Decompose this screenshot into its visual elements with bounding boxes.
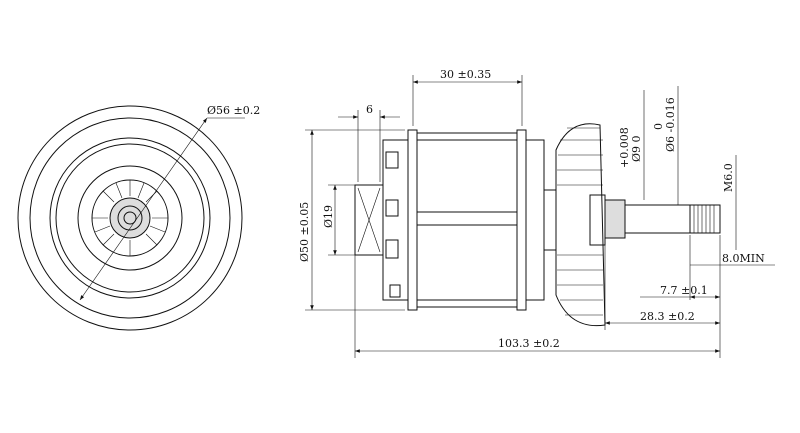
front-diameter-label: Ø56 ±0.2 [207, 104, 260, 117]
thread-length-dim: 8.0MIN [722, 252, 765, 265]
boss-diameter-dim: Ø19 [322, 205, 335, 228]
side-view: 30 ±0.35 6 Ø50 ±0.05 Ø19 +0.008 Ø9 0 0 Ø… [298, 68, 775, 358]
fan [555, 123, 606, 327]
shaft [624, 204, 691, 234]
shaft-diameter-dim: Ø6 -0.016 [664, 97, 677, 152]
front-view: Ø56 ±0.2 [17, 104, 260, 331]
overall-length-dim: 103.3 ±0.2 [498, 337, 560, 350]
shaft-tol: 0 [652, 123, 665, 130]
body-diameter-dim: Ø50 ±0.05 [298, 202, 311, 262]
bearing [604, 199, 626, 239]
shaft-step-dim: 7.7 ±0.1 [660, 284, 708, 297]
thread [689, 204, 721, 234]
thread-dim: M6.0 [722, 163, 735, 192]
shaft-length-dim: 28.3 ±0.2 [640, 310, 695, 323]
bearing-tol: +0.008 [618, 127, 631, 168]
bearing-diameter-dim: Ø9 0 [630, 135, 643, 162]
rear-offset-dim: 6 [366, 103, 373, 116]
stator-length-dim: 30 ±0.35 [440, 68, 491, 81]
